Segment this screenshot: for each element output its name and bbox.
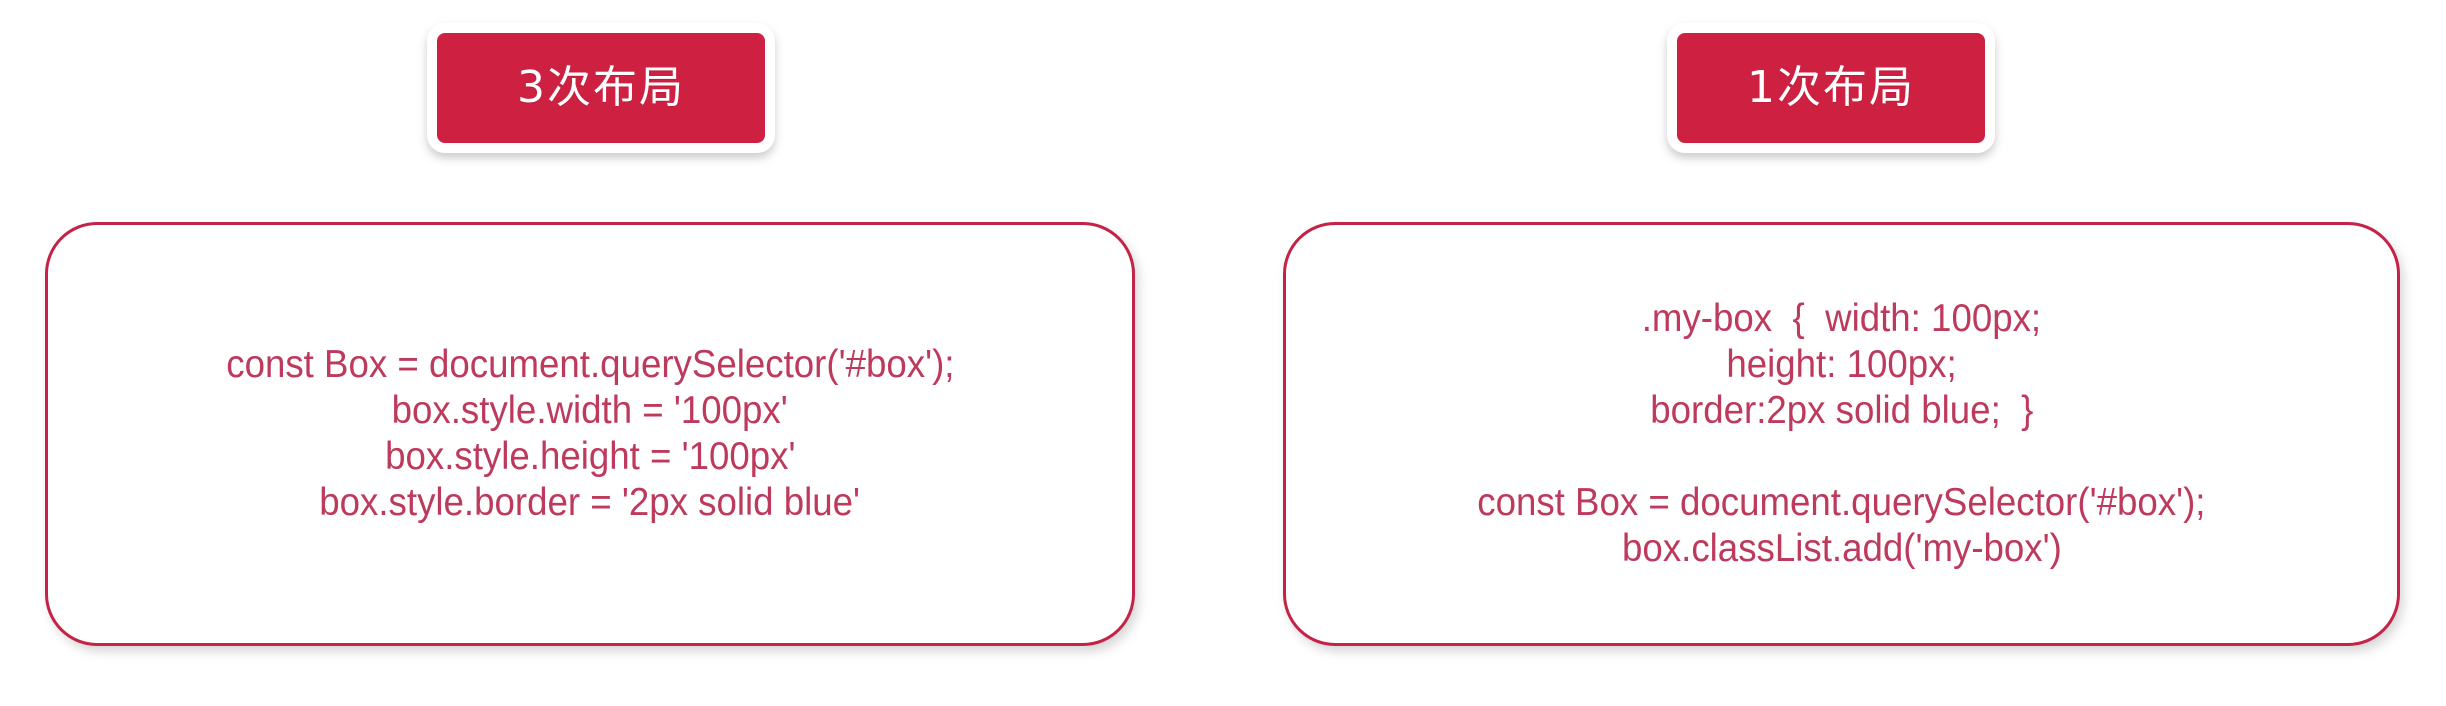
code-card-right: .my-box { width: 100px; height: 100px; b… [1283, 222, 2400, 646]
code-line: .my-box { width: 100px; [1641, 296, 2042, 340]
code-line: box.style.width = '100px' [391, 388, 789, 432]
code-line: box.style.height = '100px' [384, 435, 796, 478]
code-block-right: .my-box { width: 100px; height: 100px; b… [1286, 296, 2397, 572]
badge-right-layout-count: 1次布局 [1667, 23, 1995, 153]
code-group-left-js: const Box = document.querySelector('#box… [48, 342, 1132, 526]
code-group-right-css: .my-box { width: 100px; height: 100px; b… [1286, 296, 2397, 434]
badge-left-layout-count: 3次布局 [427, 23, 775, 153]
code-line: box.classList.add('my-box') [1621, 527, 2062, 571]
code-card-left: const Box = document.querySelector('#box… [45, 222, 1135, 646]
badge-left-label: 3次布局 [517, 62, 685, 113]
code-line: const Box = document.querySelector('#box… [1477, 481, 2206, 524]
code-line: height: 100px; [1726, 342, 1957, 386]
code-line: const Box = document.querySelector('#box… [225, 342, 955, 386]
code-line: box.style.border = '2px solid blue' [319, 481, 861, 525]
badge-right-label: 1次布局 [1747, 62, 1915, 113]
code-block-left: const Box = document.querySelector('#box… [48, 342, 1132, 526]
code-line: border:2px solid blue; } [1649, 388, 2034, 432]
code-group-right-js: const Box = document.querySelector('#box… [1286, 480, 2397, 572]
